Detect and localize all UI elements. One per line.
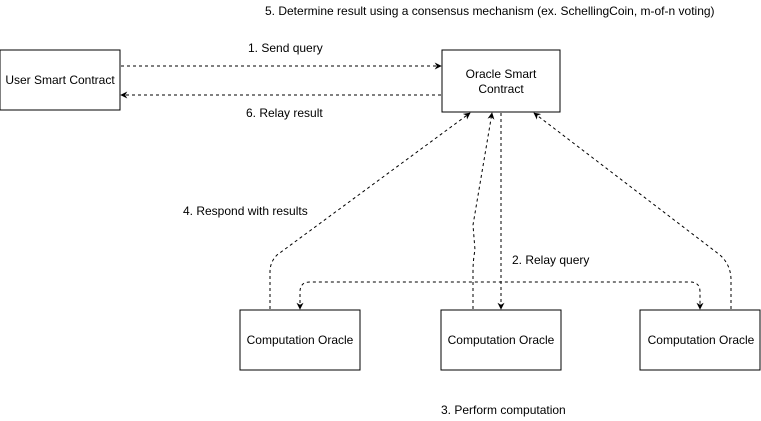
step3-label: 3. Perform computation	[441, 403, 566, 417]
relay-query-distribution-line	[296, 281, 704, 310]
step4-label: 4. Respond with results	[183, 204, 308, 218]
step2-label: 2. Relay query	[512, 253, 589, 267]
respond-with-results-arrow	[269, 112, 471, 309]
user-smart-contract-node: User Smart Contract	[0, 49, 121, 111]
step5-label: 5. Determine result using a consensus me…	[265, 4, 715, 18]
computation-oracle-node-3: Computation Oracle	[639, 309, 761, 371]
computation-oracle-node-2: Computation Oracle	[440, 309, 562, 371]
computation-oracle-label-1: Computation Oracle	[247, 333, 354, 347]
oracle-smart-contract-node: Oracle Smart Contract	[441, 49, 561, 113]
step1-label: 1. Send query	[248, 41, 323, 55]
step6-label: 6. Relay result	[246, 106, 323, 120]
right-response-arrow	[533, 112, 732, 309]
computation-oracle-node-1: Computation Oracle	[239, 309, 361, 371]
oracle-smart-contract-label-line1: Oracle Smart	[466, 67, 537, 81]
middle-response-arrow	[472, 112, 495, 309]
computation-oracle-label-3: Computation Oracle	[648, 333, 755, 347]
computation-oracle-label-2: Computation Oracle	[448, 333, 555, 347]
user-smart-contract-label: User Smart Contract	[5, 73, 115, 87]
oracle-smart-contract-label-line2: Contract	[478, 82, 524, 96]
